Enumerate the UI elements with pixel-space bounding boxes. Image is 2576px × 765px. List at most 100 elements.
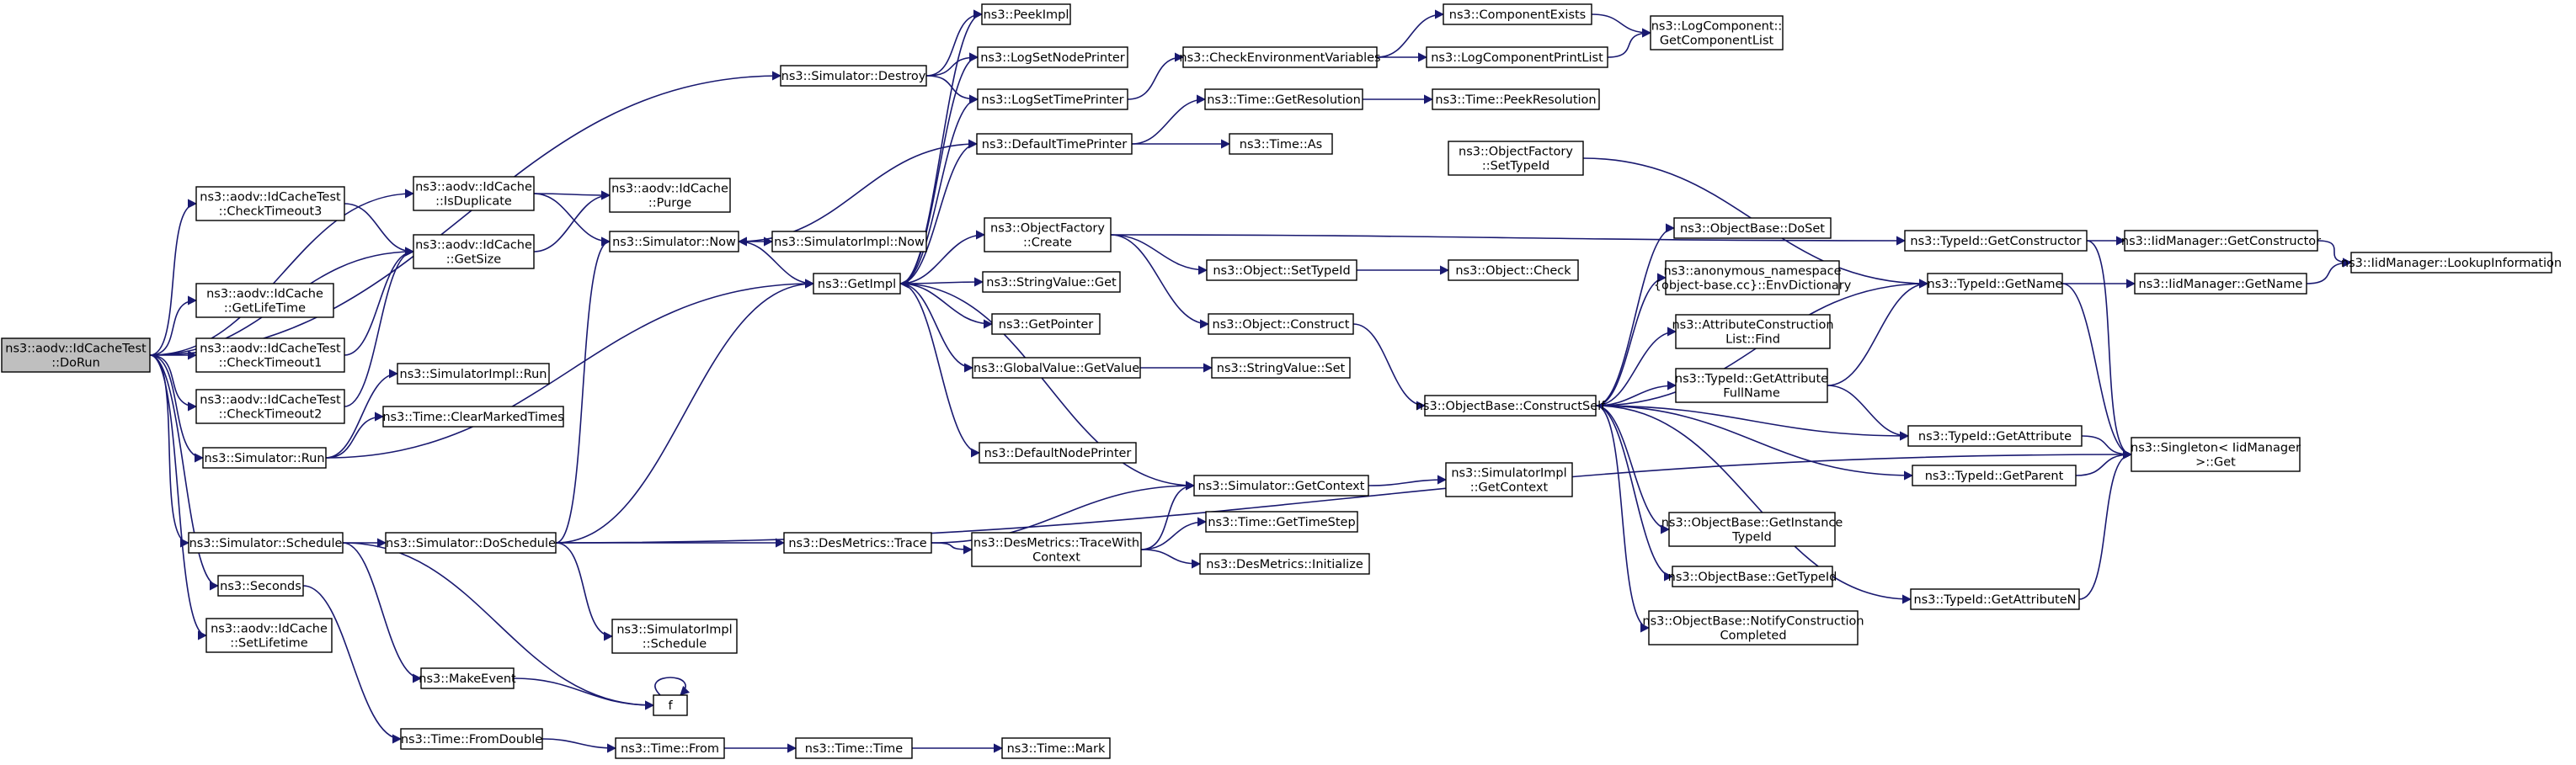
node-ct1[interactable]: ns3::aodv::IdCacheTest::CheckTimeout1 [195, 337, 345, 373]
edge-desmtracewith-to-simgetcontext [1140, 481, 1196, 550]
node-logcompget[interactable]: ns3::LogComponent::GetComponentList [1650, 15, 1784, 50]
node-label: ns3::TypeId::GetAttribute [1918, 430, 2072, 444]
node-label: ::Schedule [643, 638, 707, 651]
node-time[interactable]: ns3::Time::Time [795, 737, 913, 759]
node-isdup[interactable]: ns3::aodv::IdCache::IsDuplicate [413, 176, 535, 211]
node-label: ns3::Object::SetTypeId [1213, 264, 1350, 278]
node-destroy[interactable]: ns3::Simulator::Destroy [780, 65, 927, 87]
node-box [188, 532, 344, 554]
node-lognodeprinter[interactable]: ns3::LogSetNodePrinter [977, 46, 1128, 68]
node-now[interactable]: ns3::Simulator::Now [609, 231, 739, 252]
edge-ct1-to-getsize [344, 247, 415, 356]
node-box [1675, 314, 1831, 349]
node-label: ns3::TypeId::GetParent [1925, 470, 2064, 483]
node-label: TypeId [1731, 531, 1772, 545]
node-getsize[interactable]: ns3::aodv::IdCache::GetSize [413, 234, 535, 269]
node-obgettypeid[interactable]: ns3::ObjectBase::GetTypeId [1668, 566, 1837, 587]
node-box [1665, 260, 1840, 295]
node-deftimeprinter[interactable]: ns3::DefaultTimePrinter [976, 133, 1133, 155]
node-label: ns3::SimulatorImpl [616, 624, 732, 637]
node-desmtrace[interactable]: ns3::DesMetrics::Trace [783, 532, 932, 554]
node-simimplrun[interactable]: ns3::SimulatorImpl::Run [397, 363, 550, 385]
node-timepeekres[interactable]: ns3::Time::PeekResolution [1432, 88, 1600, 110]
node-schedule[interactable]: ns3::Simulator::Schedule [188, 532, 344, 554]
node-singleton[interactable]: ns3::Singleton< IidManager>::Get [2131, 437, 2301, 472]
node-box [205, 618, 333, 653]
node-tidgetattrn[interactable]: ns3::TypeId::GetAttributeN [1910, 588, 2080, 610]
node-timemark[interactable]: ns3::Time::Mark [1001, 737, 1111, 759]
node-label: ns3::StringValue::Set [1217, 362, 1346, 375]
node-simimplgetcontext[interactable]: ns3::SimulatorImpl::GetContext [1445, 462, 1573, 497]
node-ct2[interactable]: ns3::aodv::IdCacheTest::CheckTimeout2 [195, 389, 345, 424]
node-objcheck[interactable]: ns3::Object::Check [1448, 259, 1579, 281]
node-clearmarked[interactable]: ns3::Time::ClearMarkedTimes [382, 406, 564, 428]
node-label: ns3::Simulator::Schedule [189, 537, 343, 550]
node-getimpl[interactable]: ns3::GetImpl [813, 273, 901, 295]
node-from[interactable]: ns3::Time::From [615, 737, 725, 759]
node-timegetstep[interactable]: ns3::Time::GetTimeStep [1205, 511, 1358, 533]
node-objsettypeid[interactable]: ns3::Object::SetTypeId [1206, 259, 1357, 281]
node-box [653, 694, 688, 716]
node-logtimeprinter[interactable]: ns3::LogSetTimePrinter [977, 88, 1128, 110]
node-getpointer[interactable]: ns3::GetPointer [991, 313, 1101, 335]
node-checkenv[interactable]: ns3::CheckEnvironmentVariables [1179, 46, 1381, 68]
node-getlifetime[interactable]: ns3::aodv::IdCache::GetLifeTime [195, 283, 334, 318]
node-label: ns3::IidManager::LookupInformation [2341, 257, 2562, 270]
node-setlifetime[interactable]: ns3::aodv::IdCache::SetLifetime [205, 618, 333, 653]
node-anonenv[interactable]: ns3::anonymous_namespace{object-base.cc}… [1654, 260, 1852, 295]
edge-deftimeprinter-to-timegetres [1131, 94, 1207, 145]
node-root[interactable]: ns3::aodv::IdCacheTest::DoRun [1, 337, 151, 373]
node-tidgetname[interactable]: ns3::TypeId::GetName [1927, 273, 2063, 295]
edge-root-to-ct2 [149, 354, 198, 412]
node-tidgetparent[interactable]: ns3::TypeId::GetParent [1912, 465, 2077, 486]
edge-getimpl-to-logtimeprinter [899, 94, 979, 284]
node-gvgetvalue[interactable]: ns3::GlobalValue::GetValue [972, 357, 1141, 379]
node-doschedule[interactable]: ns3::Simulator::DoSchedule [385, 532, 557, 554]
node-ct3[interactable]: ns3::aodv::IdCacheTest::CheckTimeout3 [195, 186, 345, 221]
node-label: ns3::aodv::IdCache [415, 181, 532, 194]
node-iidgetctor[interactable]: ns3::IidManager::GetConstructor [2121, 230, 2321, 252]
node-strget[interactable]: ns3::StringValue::Get [982, 271, 1121, 293]
node-iidgetname[interactable]: ns3::IidManager::GetName [2134, 273, 2307, 295]
node-box [813, 273, 901, 295]
node-tidgetctor[interactable]: ns3::TypeId::GetConstructor [1904, 230, 2088, 252]
node-fromdouble[interactable]: ns3::Time::FromDouble [400, 728, 543, 750]
node-box [981, 3, 1071, 25]
node-simimplnow[interactable]: ns3::SimulatorImpl::Now [771, 231, 927, 252]
node-ofsettypeid[interactable]: ns3::ObjectFactory::SetTypeId [1448, 141, 1584, 176]
node-obdoset[interactable]: ns3::ObjectBase::DoSet [1673, 217, 1832, 239]
node-tidgetattr[interactable]: ns3::TypeId::GetAttribute [1907, 425, 2083, 447]
node-seconds[interactable]: ns3::Seconds [217, 575, 304, 597]
edge-getimpl-to-ofcreate [899, 230, 986, 284]
node-obconstructself[interactable]: ns3::ObjectBase::ConstructSelf [1416, 395, 1606, 417]
node-defnodeprinter[interactable]: ns3::DefaultNodePrinter [979, 442, 1137, 464]
node-purge[interactable]: ns3::aodv::IdCache::Purge [609, 178, 731, 213]
node-desminit[interactable]: ns3::DesMetrics::Initialize [1199, 553, 1370, 575]
node-logcompprint[interactable]: ns3::LogComponentPrintList [1426, 46, 1608, 68]
node-timeas[interactable]: ns3::Time::As [1229, 133, 1333, 155]
node-box [795, 737, 913, 759]
node-run[interactable]: ns3::Simulator::Run [202, 447, 327, 469]
node-makeevent[interactable]: ns3::MakeEvent [419, 667, 516, 689]
node-objconstruct[interactable]: ns3::Object::Construct [1208, 313, 1354, 335]
edge-doschedule-to-now [555, 236, 611, 544]
node-obnotify[interactable]: ns3::ObjectBase::NotifyConstructionCompl… [1642, 610, 1864, 645]
node-peekimpl[interactable]: ns3::PeekImpl [981, 3, 1071, 25]
node-label: ns3::Simulator::Run [204, 452, 324, 465]
edge-seconds-to-fromdouble [302, 585, 403, 744]
node-label: ns3::LogComponent:: [1651, 20, 1783, 34]
node-simimplschedule[interactable]: ns3::SimulatorImpl::Schedule [611, 619, 738, 654]
node-ofcreate[interactable]: ns3::ObjectFactory::Create [984, 217, 1112, 252]
node-label: ns3::Simulator::Now [612, 236, 736, 249]
node-strset[interactable]: ns3::StringValue::Set [1211, 357, 1351, 379]
node-f[interactable]: f [653, 694, 688, 716]
node-timegetres[interactable]: ns3::Time::GetResolution [1204, 88, 1363, 110]
node-simgetcontext[interactable]: ns3::Simulator::GetContext [1193, 475, 1369, 497]
node-label: ns3::IidManager::GetName [2139, 278, 2303, 291]
node-iidlookup[interactable]: ns3::IidManager::LookupInformation [2341, 252, 2562, 274]
node-compexists[interactable]: ns3::ComponentExists [1443, 3, 1592, 25]
